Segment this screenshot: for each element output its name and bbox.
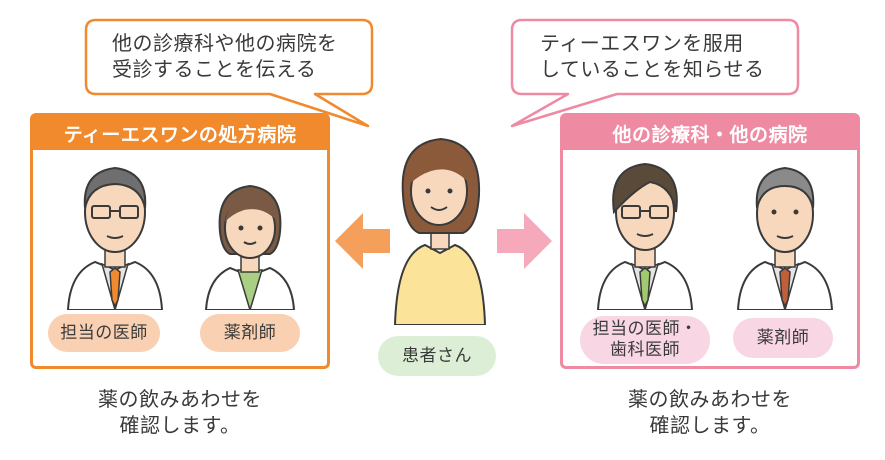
speech-bubble-right (510, 18, 800, 128)
right-caption: 薬の飲みあわせを 確認します。 (628, 387, 792, 437)
patient-illustration (393, 137, 487, 325)
arrow-left-icon (335, 213, 390, 269)
prescribing-hospital-title: ティーエスワンの処方病院 (33, 116, 327, 150)
prescribing-pharmacist-label: 薬剤師 (200, 314, 300, 352)
pharmacist-illustration-left (204, 184, 296, 310)
prescribing-hospital-box: ティーエスワンの処方病院 (30, 113, 330, 369)
arrow-right-icon (497, 213, 552, 269)
other-hospital-box: 他の診療科・他の病院 (560, 113, 860, 369)
doctor-illustration-right (596, 162, 694, 310)
patient-label: 患者さん (378, 336, 496, 376)
left-caption: 薬の飲みあわせを 確認します。 (98, 387, 262, 437)
pharmacist-illustration-right (736, 166, 834, 310)
other-pharmacist-label: 薬剤師 (733, 318, 833, 358)
prescribing-doctor-label: 担当の医師 (48, 314, 160, 352)
other-doctor-label: 担当の医師・ 歯科医師 (580, 316, 710, 364)
speech-bubble-left (84, 18, 374, 128)
bubble-right-text: ティーエスワンを服用 していることを知らせる (540, 31, 765, 81)
doctor-illustration-left (66, 166, 164, 310)
other-hospital-title: 他の診療科・他の病院 (563, 116, 857, 150)
bubble-left-text: 他の診療科や他の病院を 受診することを伝える (112, 31, 338, 81)
